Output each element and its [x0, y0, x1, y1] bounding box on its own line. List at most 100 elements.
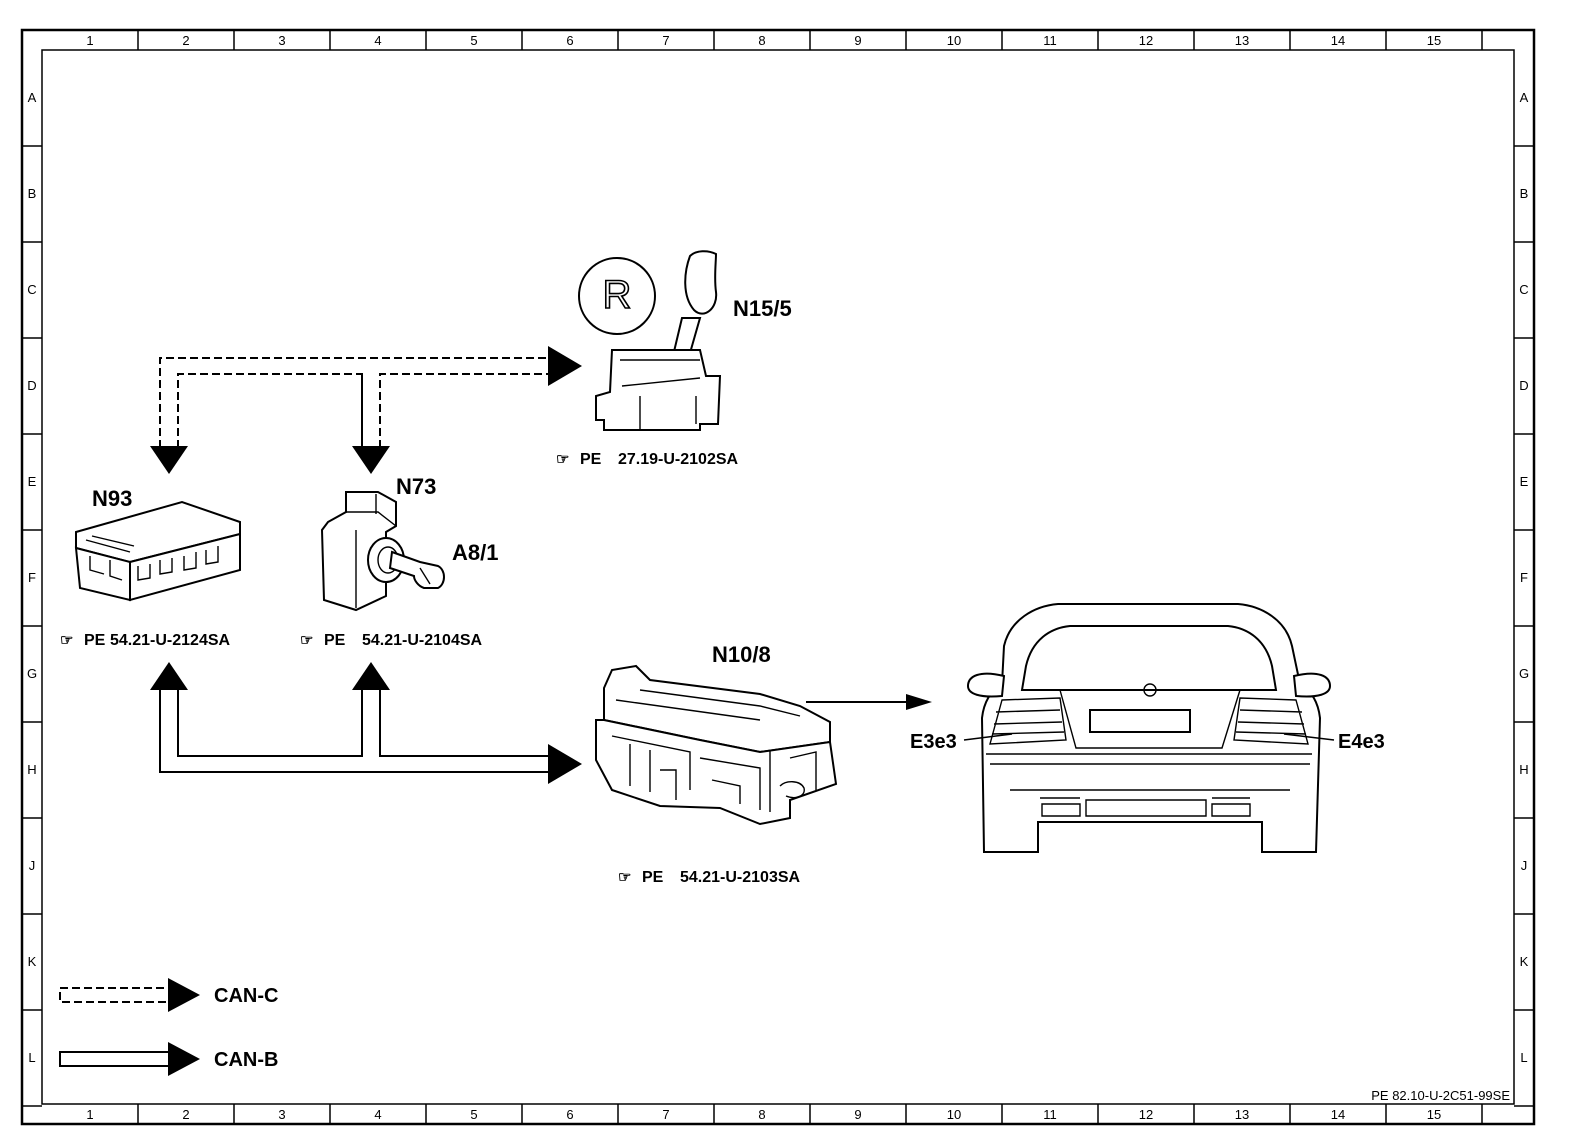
n93-box-side: [129, 532, 241, 602]
license-plate: [1089, 709, 1191, 733]
legend-can-c-label: CAN-C: [214, 985, 278, 1007]
grid-column-label-top: 6: [566, 33, 573, 48]
grid-row-label-right: K: [1520, 954, 1529, 969]
n73-ignition-switch: N73 A8/1 ☞ PE 54.21-U-2104SA: [300, 474, 498, 649]
n15-5-label: N15/5: [733, 296, 792, 321]
can-c-arrow-n73: [352, 446, 390, 474]
grid-row-label-right: B: [1520, 186, 1529, 201]
svg-text:54.21-U-2104SA: 54.21-U-2104SA: [362, 632, 483, 649]
grid-column-label-bottom: 8: [758, 1107, 765, 1122]
e3e3-leader: [963, 733, 1013, 741]
grid-column-label-top: 7: [662, 33, 669, 48]
n73-label: N73: [396, 474, 436, 499]
e4e3-label: E4e3: [1338, 731, 1385, 753]
can-c-arrow-n15-5: [548, 346, 582, 386]
grid-row-label-left: C: [27, 282, 36, 297]
can-c-connections: [150, 346, 582, 474]
left-tail-light: [989, 697, 1067, 745]
n10-8-module: N10/8 ☞ PE 54.21-U-2103SA: [595, 642, 838, 886]
grid-row-label-right: H: [1519, 762, 1528, 777]
grid-row-label-left: F: [28, 570, 36, 585]
grid-column-label-bottom: 1: [86, 1107, 93, 1122]
grid-column-label-top: 4: [374, 33, 381, 48]
e3e3-label: E3e3: [910, 731, 957, 753]
can-b-arrow-n93: [150, 662, 188, 690]
grid-row-label-right: G: [1519, 666, 1529, 681]
can-b-arrow-n73: [352, 662, 390, 690]
grid-row-label-left: H: [27, 762, 36, 777]
hand-pointer-icon: ☞: [556, 451, 569, 468]
rear-bumper: [986, 753, 1312, 799]
grid-column-label-top: 1: [86, 33, 93, 48]
grid-row-label-left: E: [28, 474, 37, 489]
car-rear-view: E3e3 E4e3: [910, 603, 1385, 853]
grid-column-label-bottom: 3: [278, 1107, 285, 1122]
n93-ref: ☞ PE 54.21-U-2124SA: [60, 632, 231, 649]
grid-row-label-right: J: [1521, 858, 1528, 873]
grid-row-label-left: B: [28, 186, 37, 201]
outer-frame: [20, 28, 1536, 1126]
grid-column-label-top: 13: [1235, 33, 1249, 48]
brand-emblem: [1143, 683, 1157, 697]
svg-text:PE: PE: [580, 451, 602, 468]
can-b-line-inner: [177, 690, 552, 757]
grid-column-label-top: 12: [1139, 33, 1153, 48]
grid-row-label-left: K: [28, 954, 37, 969]
svg-text:PE: PE: [324, 632, 346, 649]
grid-row-label-left: D: [27, 378, 36, 393]
grid-column-label-top: 10: [947, 33, 961, 48]
a8-1-label: A8/1: [452, 540, 498, 565]
grid-row-label-right: E: [1520, 474, 1529, 489]
inner-frame: [41, 49, 1515, 1105]
legend-can-c-arrow: [168, 978, 200, 1012]
grid-column-label-top: 9: [854, 33, 861, 48]
selector-lever-module: R N15/5 ☞ PE 27.19-U-2102SA: [556, 250, 792, 468]
grid-column-label-top: 3: [278, 33, 285, 48]
grid-column-label-bottom: 15: [1427, 1107, 1441, 1122]
legend-can-b-label: CAN-B: [214, 1049, 278, 1071]
svg-text:54.21-U-2103SA: 54.21-U-2103SA: [680, 869, 801, 886]
svg-text:PE: PE: [84, 632, 106, 649]
can-c-arrow-n93: [150, 446, 188, 474]
n10-8-body: [595, 719, 838, 826]
hand-pointer-icon: ☞: [60, 632, 73, 649]
output-arrow: [806, 694, 932, 710]
grid-row-label-right: F: [1520, 570, 1528, 585]
grid-column-label-bottom: 2: [182, 1107, 189, 1122]
grid-column-label-bottom: 10: [947, 1107, 961, 1122]
document-number: PE 82.10-U-2C51-99SE: [1371, 1088, 1510, 1103]
e4e3-leader: [1283, 733, 1335, 741]
can-b-connections: [150, 662, 582, 784]
r-badge-letter: R: [603, 273, 632, 317]
grid-row-label-left: G: [27, 666, 37, 681]
r-badge-circle: [578, 257, 656, 335]
grid-column-label-bottom: 13: [1235, 1107, 1249, 1122]
grid-column-label-top: 5: [470, 33, 477, 48]
n15-5-ref: ☞ PE 27.19-U-2102SA: [556, 451, 739, 468]
exhaust-left: [1041, 803, 1081, 817]
grid-column-label-bottom: 9: [854, 1107, 861, 1122]
grid-column-label-bottom: 11: [1043, 1107, 1057, 1122]
legend-can-b-arrow: [168, 1042, 200, 1076]
grid-column-label-top: 2: [182, 33, 189, 48]
exhaust-right: [1211, 803, 1251, 817]
can-b-arrow-n10-8: [548, 744, 582, 784]
n93-label: N93: [92, 486, 132, 511]
can-c-line-inner: [177, 373, 552, 448]
grid-column-label-top: 8: [758, 33, 765, 48]
rear-window: [1020, 625, 1278, 691]
left-mirror: [966, 672, 1006, 698]
grid-column-label-bottom: 6: [566, 1107, 573, 1122]
legend-can-b: CAN-B: [59, 1042, 278, 1076]
n73-ref: ☞ PE 54.21-U-2104SA: [300, 632, 483, 649]
n93-module: N93 ☞ PE 54.21-U-2124SA: [60, 486, 241, 649]
grid-column-label-top: 14: [1331, 33, 1345, 48]
right-mirror: [1292, 672, 1332, 698]
gear-base-icon: [595, 349, 722, 431]
right-tail-light: [1233, 697, 1309, 745]
trunk-lid: [1059, 689, 1241, 749]
grid-column-label-bottom: 4: [374, 1107, 381, 1122]
grid-row-label-right: L: [1520, 1050, 1527, 1065]
grid-row-label-left: L: [28, 1050, 35, 1065]
